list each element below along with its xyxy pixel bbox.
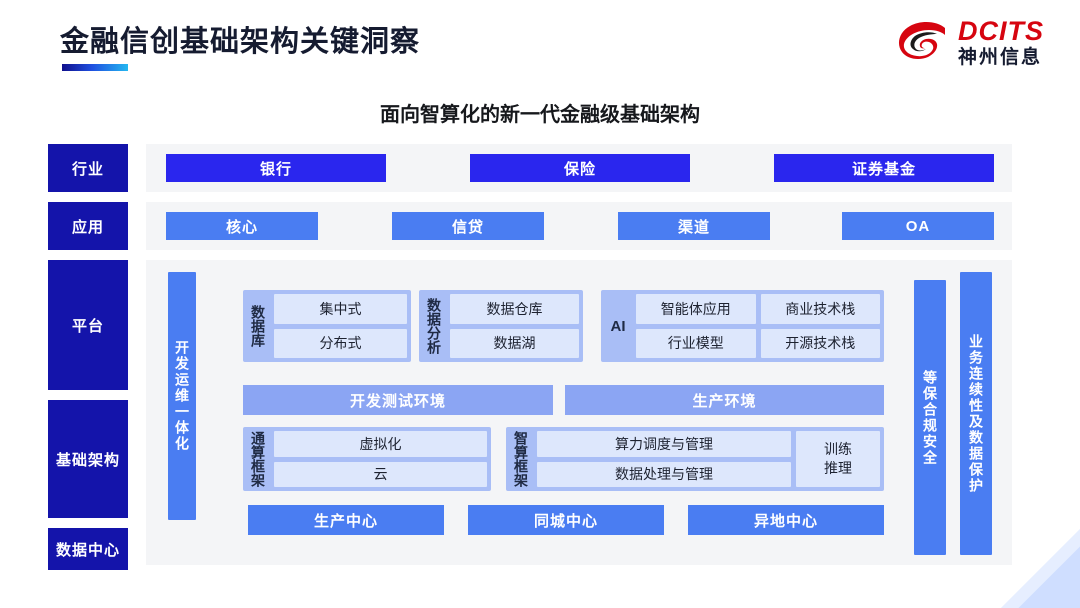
chip-data-lake[interactable]: 数据湖 [450, 328, 579, 358]
application-label-oa: OA [905, 217, 931, 235]
title-underline-rule [62, 64, 128, 71]
group-label-ai: AI [610, 317, 626, 335]
env-label-production: 生产环境 [692, 392, 757, 410]
chip-opensource-stack[interactable]: 开源技术栈 [760, 328, 880, 358]
group-row: 虚拟化 [274, 431, 487, 457]
chip-industry-model[interactable]: 行业模型 [636, 328, 756, 358]
datacenter-label-remote: 异地中心 [753, 512, 818, 530]
application-label-credit: 信贷 [451, 218, 484, 236]
dcits-swoosh-icon [898, 21, 945, 59]
chip-data-warehouse[interactable]: 数据仓库 [450, 294, 579, 324]
page-title: 金融信创基础架构关键洞察 [60, 26, 421, 58]
devops-vertical-bar[interactable]: 开发运维一体化 [168, 272, 196, 520]
group-row: 数据湖 [450, 328, 579, 358]
industry-button-bank[interactable]: 银行 [166, 154, 386, 182]
sidebar-label-infrastructure: 基础架构 [55, 451, 120, 469]
sidebar-label-platform: 平台 [71, 317, 104, 335]
application-button-oa[interactable]: OA [842, 212, 994, 240]
group-body-ai: 智能体应用 商业技术栈 行业模型 开源技术栈 [636, 294, 880, 358]
chip-cloud[interactable]: 云 [274, 461, 487, 487]
application-button-core[interactable]: 核心 [166, 212, 318, 240]
datacenter-button-remote[interactable]: 异地中心 [688, 505, 884, 535]
industry-label-insurance: 保险 [563, 160, 596, 178]
application-button-credit[interactable]: 信贷 [392, 212, 544, 240]
group-row: 分布式 [274, 328, 407, 358]
inference-label: 推理 [824, 460, 852, 476]
infra-group-intelligent-framework[interactable]: 智算框架 算力调度与管理 数据处理与管理 训练 推理 [506, 427, 884, 491]
devops-label: 开发运维一体化 [174, 340, 190, 452]
group-label-general-framework: 通算框架 [250, 431, 266, 487]
datacenter-label-metro: 同城中心 [533, 512, 598, 530]
group-row: 云 [274, 461, 487, 487]
chip-train-inference[interactable]: 训练 推理 [796, 431, 880, 487]
sidebar-item-industry[interactable]: 行业 [48, 144, 128, 192]
platform-group-ai[interactable]: AI 智能体应用 商业技术栈 行业模型 开源技术栈 [601, 290, 884, 362]
page-header: 金融信创基础架构关键洞察 DCITS 神州信息 [0, 0, 1080, 88]
platform-group-analytics[interactable]: 数据分析 数据仓库 数据湖 [419, 290, 583, 362]
sidebar-label-datacenter: 数据中心 [55, 541, 120, 559]
continuity-vertical-bar[interactable]: 业务连续性及数据保护 [960, 272, 992, 555]
sidebar-item-infrastructure[interactable]: 基础架构 [48, 400, 128, 518]
env-bar-production[interactable]: 生产环境 [565, 385, 884, 415]
industry-button-securities[interactable]: 证券基金 [774, 154, 994, 182]
sidebar-item-datacenter[interactable]: 数据中心 [48, 528, 128, 570]
industry-label-bank: 银行 [259, 160, 292, 178]
application-button-channel[interactable]: 渠道 [618, 212, 770, 240]
logo-text-cn: 神州信息 [958, 47, 1043, 68]
industry-button-insurance[interactable]: 保险 [470, 154, 690, 182]
chip-virtualization[interactable]: 虚拟化 [274, 431, 487, 457]
datacenter-button-production[interactable]: 生产中心 [248, 505, 444, 535]
env-bar-dev-test[interactable]: 开发测试环境 [243, 385, 553, 415]
chip-distributed[interactable]: 分布式 [274, 328, 407, 358]
group-label-database: 数据库 [250, 305, 266, 347]
train-label: 训练 [824, 441, 852, 458]
compliance-label: 等保合规安全 [922, 369, 938, 466]
sidebar-label-industry: 行业 [71, 160, 104, 178]
chip-data-processing[interactable]: 数据处理与管理 [537, 461, 791, 487]
chip-agent-application[interactable]: 智能体应用 [636, 294, 756, 324]
group-body-intelligent-framework: 算力调度与管理 数据处理与管理 训练 推理 [537, 431, 880, 487]
intelligent-chip-stack: 算力调度与管理 数据处理与管理 [537, 431, 791, 487]
group-body-database: 集中式 分布式 [274, 294, 407, 358]
group-row: 行业模型 开源技术栈 [636, 328, 880, 358]
continuity-label: 业务连续性及数据保护 [968, 333, 984, 494]
group-label-intelligent-framework: 智算框架 [513, 431, 529, 487]
group-body-analytics: 数据仓库 数据湖 [450, 294, 579, 358]
application-label-channel: 渠道 [677, 218, 710, 236]
sidebar-item-application[interactable]: 应用 [48, 202, 128, 250]
group-row: 智能体应用 商业技术栈 [636, 294, 880, 324]
sidebar-label-application: 应用 [71, 218, 104, 236]
group-row: 集中式 [274, 294, 407, 324]
env-label-dev-test: 开发测试环境 [349, 392, 446, 410]
sidebar-item-platform[interactable]: 平台 [48, 260, 128, 390]
application-label-core: 核心 [225, 218, 258, 236]
chip-centralized[interactable]: 集中式 [274, 294, 407, 324]
compliance-vertical-bar[interactable]: 等保合规安全 [914, 280, 946, 555]
infra-group-general-framework[interactable]: 通算框架 虚拟化 云 [243, 427, 491, 491]
deco-stripe-1 [667, 580, 1080, 608]
datacenter-label-production: 生产中心 [313, 512, 378, 530]
chip-compute-scheduling[interactable]: 算力调度与管理 [537, 431, 791, 457]
group-body-general-framework: 虚拟化 云 [274, 431, 487, 487]
logo-text-en: DCITS [958, 16, 1044, 46]
platform-group-database[interactable]: 数据库 集中式 分布式 [243, 290, 411, 362]
industry-label-securities: 证券基金 [851, 160, 916, 178]
group-label-analytics: 数据分析 [426, 298, 442, 354]
diagram-subtitle: 面向智算化的新一代金融级基础架构 [380, 104, 700, 126]
datacenter-button-metro[interactable]: 同城中心 [468, 505, 664, 535]
group-row: 数据仓库 [450, 294, 579, 324]
brand-logo: DCITS 神州信息 [897, 18, 1044, 67]
chip-commercial-stack[interactable]: 商业技术栈 [760, 294, 880, 324]
